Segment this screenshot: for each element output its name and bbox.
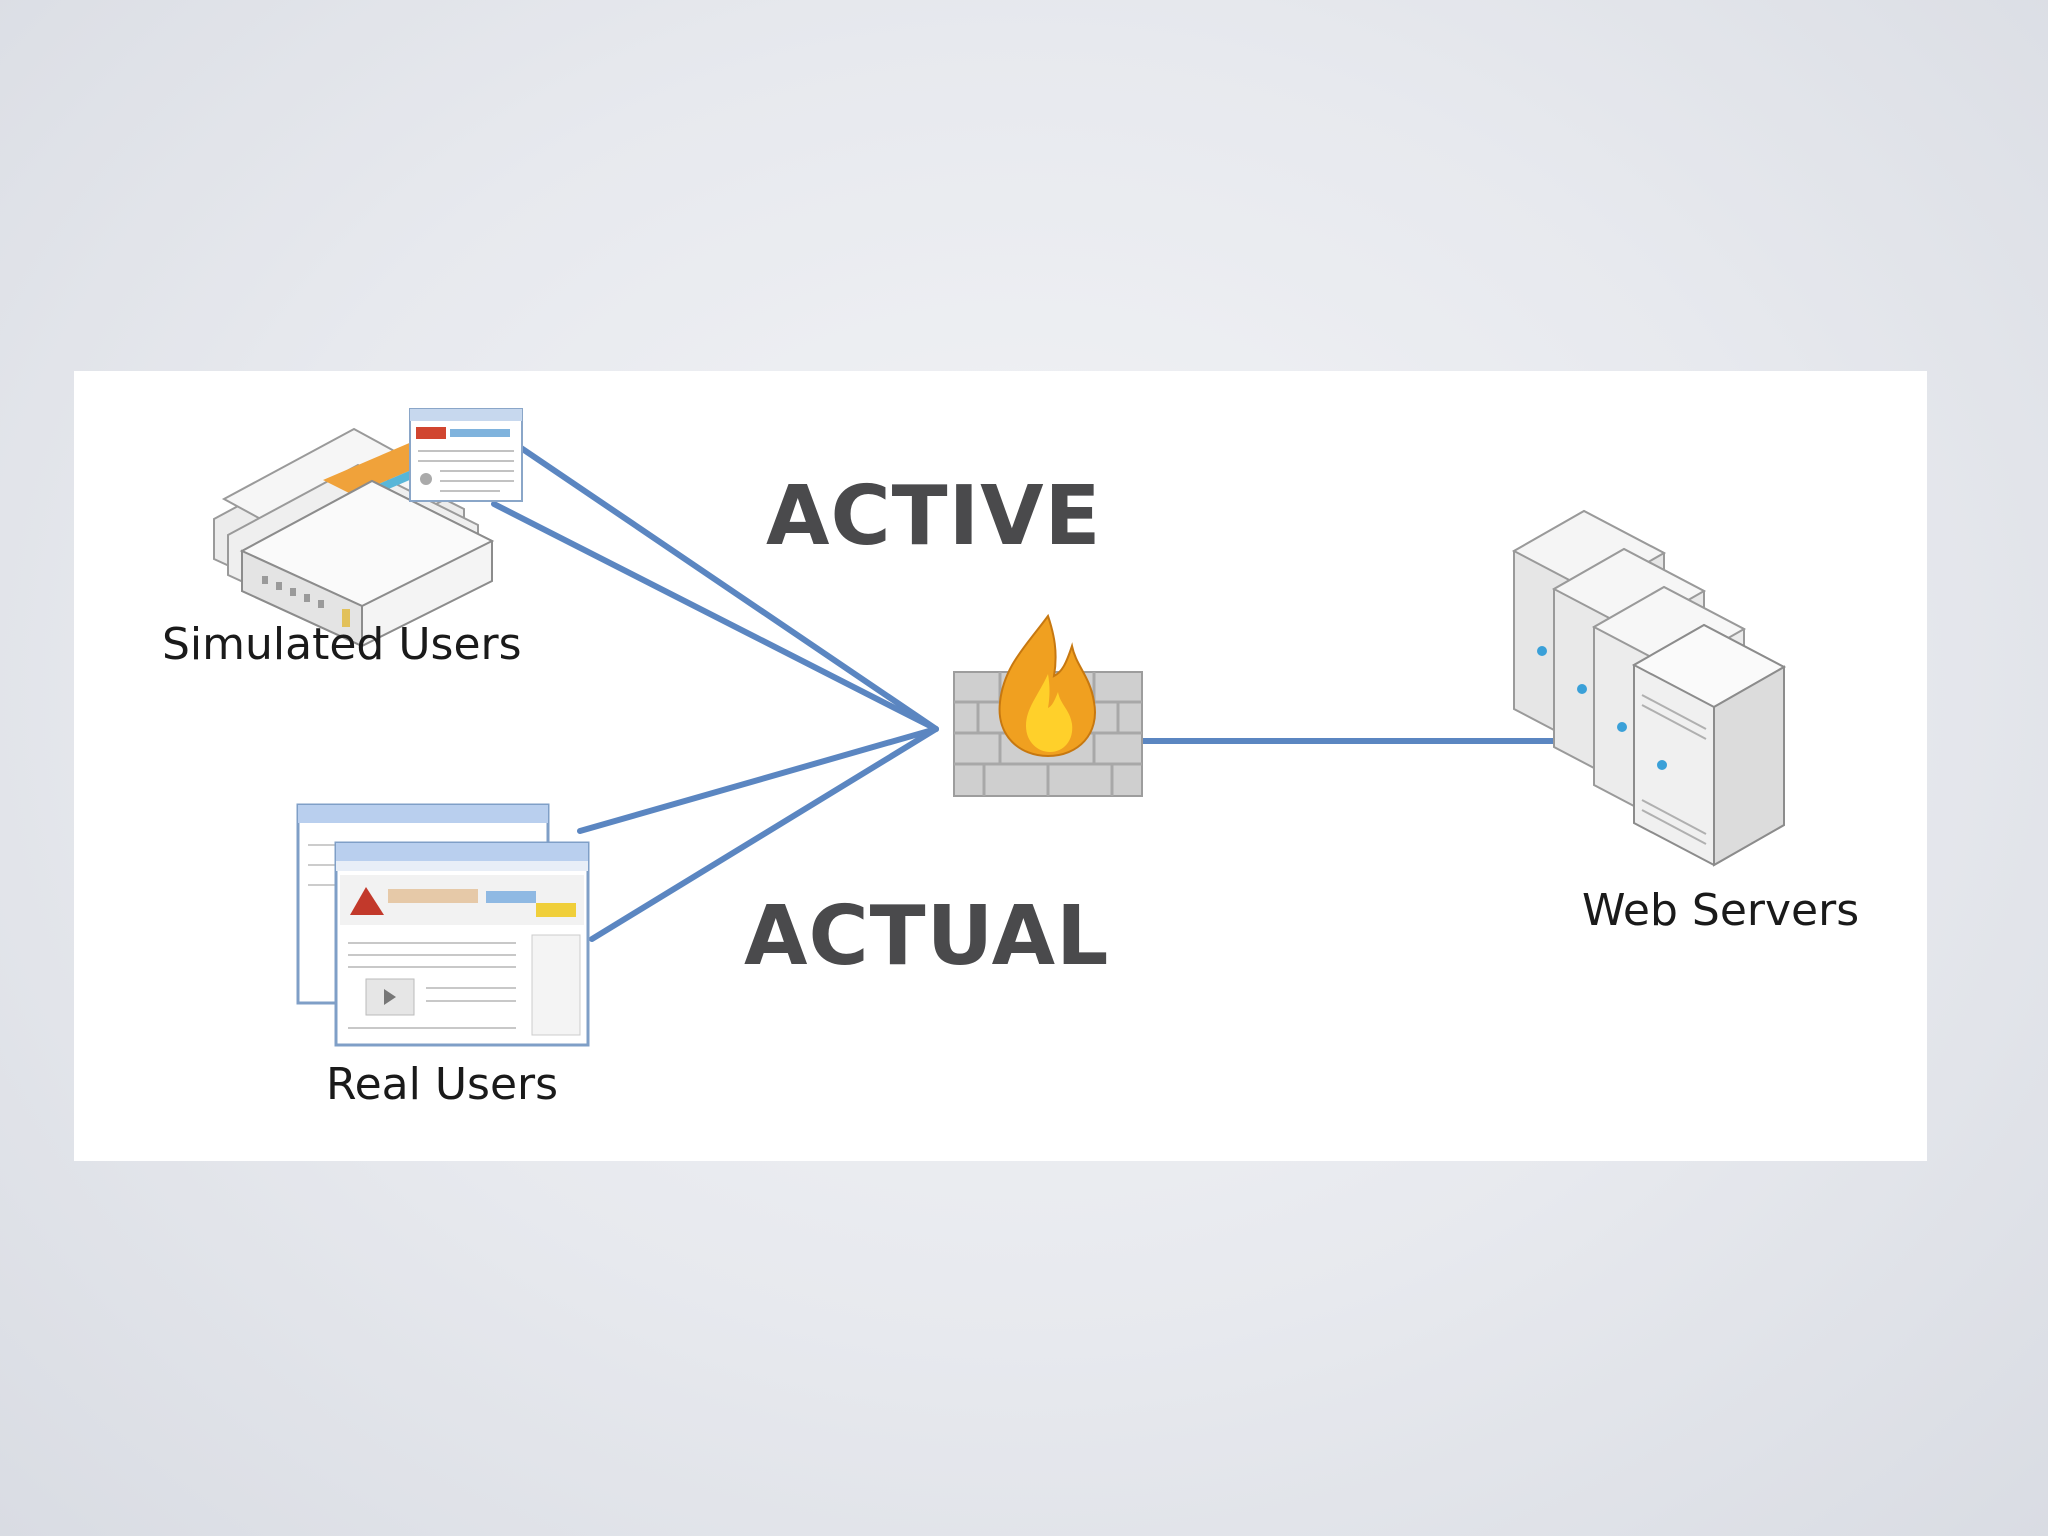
link-real-1 — [577, 726, 939, 834]
simulated-users-label: Simulated Users — [162, 619, 522, 670]
firewall-icon — [953, 613, 1143, 797]
actual-label: ACTUAL — [744, 889, 1110, 984]
server-4 — [1631, 623, 1787, 867]
simulated-users-icon — [213, 408, 523, 648]
diagram-panel: Simulated Users Real Users Web Servers A… — [74, 371, 1927, 1161]
appliance-front — [239, 479, 495, 648]
real-users-label: Real Users — [326, 1059, 559, 1110]
network-diagram — [213, 408, 1787, 1047]
link-simulated-1 — [496, 430, 939, 732]
web-servers-icon — [1511, 509, 1787, 867]
browser-window-front — [334, 841, 590, 1047]
link-real-2 — [589, 726, 939, 942]
browser-window-icon — [409, 408, 523, 502]
web-servers-label: Web Servers — [1582, 885, 1860, 936]
flame-icon — [998, 613, 1096, 758]
link-simulated-2 — [491, 501, 939, 732]
real-users-icon — [296, 803, 590, 1047]
active-label: ACTIVE — [766, 469, 1102, 564]
connection-lines — [491, 430, 1577, 942]
